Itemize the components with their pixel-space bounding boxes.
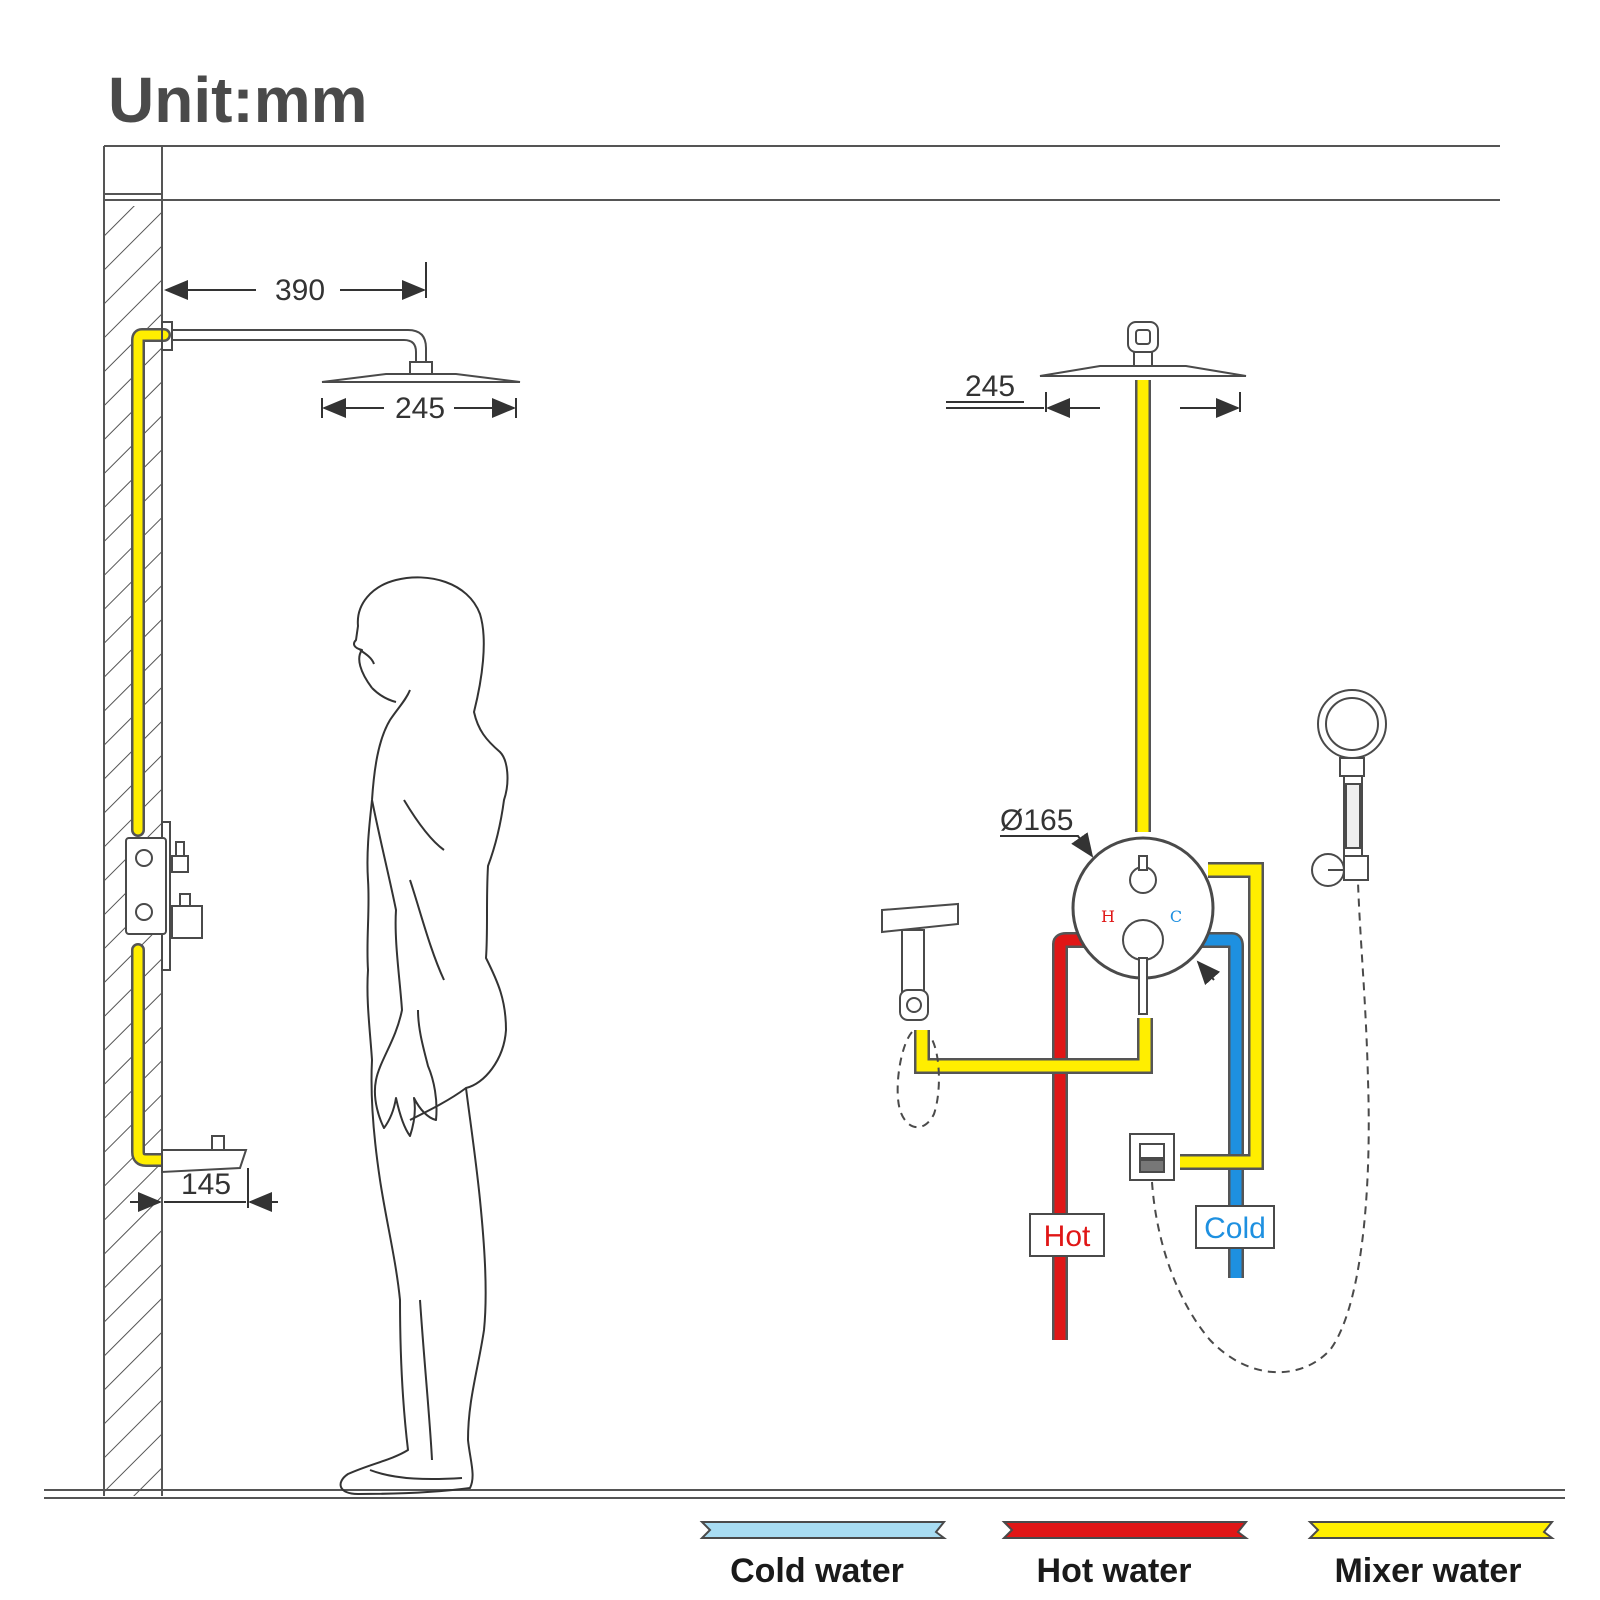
side-mixer-pipe bbox=[131, 328, 171, 1167]
mixer-outlet-pipe bbox=[1180, 862, 1264, 1170]
dimension-145-label: 145 bbox=[181, 1168, 231, 1201]
legend-cold-label: Cold water bbox=[730, 1552, 904, 1590]
hot-pipe bbox=[1052, 932, 1090, 1340]
hot-tag-label: Hot bbox=[1044, 1220, 1091, 1253]
floor bbox=[44, 1489, 1565, 1499]
hand-shower bbox=[1311, 689, 1387, 887]
legend-mixer-water: Mixer water bbox=[1307, 1521, 1555, 1590]
side-tub-spout bbox=[161, 1135, 248, 1174]
dimension-390: 390 bbox=[164, 262, 427, 307]
legend: Cold water Hot water Mixer water bbox=[699, 1521, 1555, 1590]
dimension-245-front-label: 245 bbox=[965, 370, 1015, 403]
cold-tag-label: Cold bbox=[1204, 1212, 1266, 1245]
hose-outlet-box bbox=[1129, 1133, 1175, 1181]
valve-hot-mark: H bbox=[1101, 907, 1115, 926]
dimension-390-label: 390 bbox=[275, 274, 325, 307]
front-shower-head bbox=[1039, 321, 1247, 377]
ceiling bbox=[104, 145, 1500, 201]
legend-hot-label: Hot water bbox=[1037, 1552, 1192, 1590]
dimension-145: 145 bbox=[130, 1168, 278, 1212]
bidet-pipe bbox=[914, 1018, 1153, 1074]
dimension-diameter-label: Ø165 bbox=[1000, 804, 1073, 837]
dimension-245-side: 245 bbox=[321, 392, 517, 425]
unit-title: Unit:mm bbox=[108, 64, 368, 136]
side-shower-arm bbox=[161, 321, 433, 375]
dimension-245-front: 245 bbox=[946, 370, 1241, 418]
hand-shower-hose bbox=[1151, 881, 1370, 1374]
cold-pipe bbox=[1196, 932, 1244, 1278]
legend-hot-water: Hot water bbox=[1001, 1521, 1249, 1590]
legend-mixer-label: Mixer water bbox=[1334, 1552, 1521, 1590]
dimension-245-side-label: 245 bbox=[395, 392, 445, 425]
bidet-sprayer bbox=[881, 902, 959, 1128]
valve-cold-mark: C bbox=[1170, 907, 1182, 926]
cold-tag: Cold bbox=[1195, 1205, 1275, 1249]
front-valve-plate: H C bbox=[1071, 836, 1215, 1015]
hot-tag: Hot bbox=[1029, 1213, 1105, 1257]
human-figure bbox=[339, 576, 509, 1495]
dimension-diameter: Ø165 bbox=[1000, 804, 1221, 986]
side-valve-body bbox=[125, 821, 203, 971]
side-shower-head bbox=[321, 373, 521, 383]
legend-cold-water: Cold water bbox=[699, 1521, 947, 1590]
